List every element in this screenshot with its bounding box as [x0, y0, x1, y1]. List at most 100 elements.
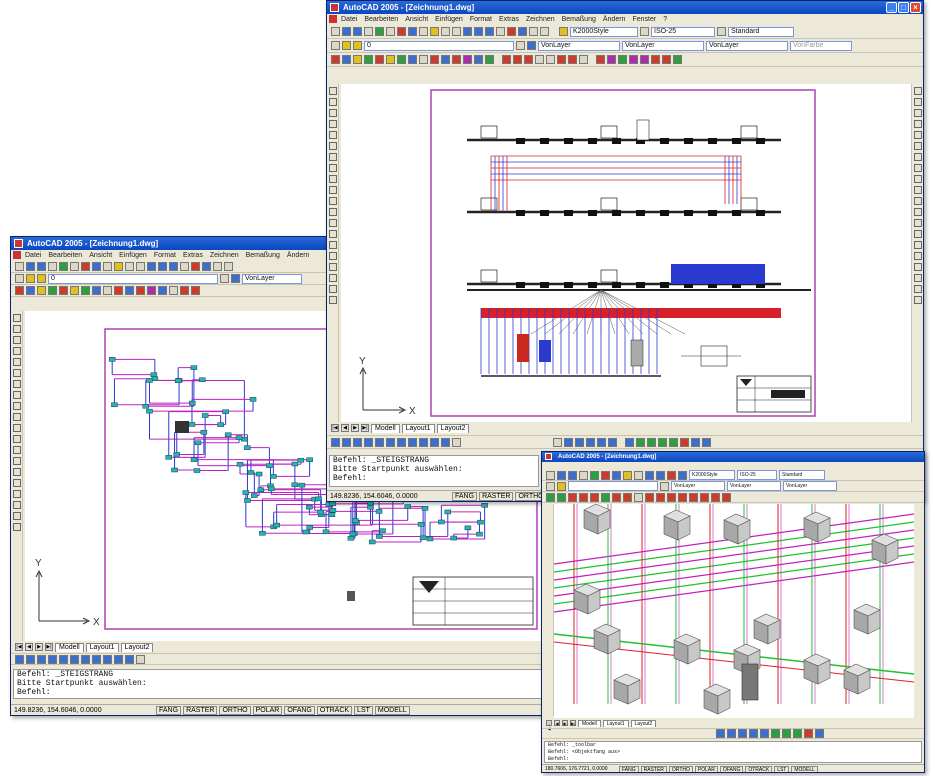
prev-tab-icon[interactable]: ◀ — [25, 643, 33, 651]
pan-icon[interactable] — [147, 262, 156, 271]
tab-layout2[interactable]: Layout2 — [630, 719, 657, 727]
designcenter-icon[interactable] — [202, 262, 211, 271]
tool-icon[interactable] — [546, 492, 555, 502]
command-prompt[interactable]: Befehl: — [548, 756, 570, 762]
tool-icon[interactable] — [914, 263, 922, 271]
copy-object-icon[interactable] — [914, 98, 922, 106]
title-bar[interactable]: AutoCAD 2005 - [Zeichnung1.dwg] — [542, 452, 924, 462]
status-fang[interactable]: FANG — [156, 705, 182, 715]
tool-icon[interactable] — [408, 55, 417, 64]
scale-icon[interactable] — [914, 164, 922, 172]
color-combo[interactable]: VonLayer — [242, 273, 302, 284]
prev-tab-icon[interactable]: ◀ — [554, 720, 560, 726]
open-file-icon[interactable] — [342, 27, 351, 36]
block-icon[interactable] — [329, 230, 337, 238]
tool-icon[interactable] — [386, 437, 395, 447]
tool-palettes-icon[interactable] — [213, 262, 222, 271]
tool-icon[interactable] — [914, 296, 922, 304]
linetype-combo[interactable]: VonLayer — [727, 481, 781, 491]
layer-combo[interactable] — [568, 481, 658, 491]
polygon-icon[interactable] — [13, 369, 21, 377]
help-icon[interactable] — [540, 27, 549, 36]
menu-datei[interactable]: Datei — [25, 252, 42, 259]
tool-icon[interactable] — [353, 55, 362, 64]
tool-icon[interactable] — [651, 55, 660, 64]
tool-icon[interactable] — [557, 481, 566, 491]
text-icon[interactable] — [13, 523, 21, 531]
match-properties-icon[interactable] — [114, 262, 123, 271]
polyline-icon[interactable] — [13, 347, 21, 355]
extend-icon[interactable] — [914, 197, 922, 205]
tool-icon[interactable] — [640, 55, 649, 64]
tool-icon[interactable] — [397, 437, 406, 447]
tool-icon[interactable] — [689, 492, 698, 502]
rectangle-icon[interactable] — [13, 380, 21, 388]
tool-icon[interactable] — [557, 470, 566, 480]
zoom-previous-icon[interactable] — [180, 262, 189, 271]
preview-icon[interactable] — [59, 262, 68, 271]
tool-icon[interactable] — [92, 654, 101, 664]
tool-icon[interactable] — [590, 470, 599, 480]
tool-icon[interactable] — [656, 470, 665, 480]
pencil-icon[interactable] — [329, 109, 337, 117]
tool-icon[interactable] — [364, 437, 373, 447]
line-icon[interactable] — [329, 87, 337, 95]
menu-fenster[interactable]: Fenster — [632, 16, 657, 23]
autocad-window-right[interactable]: AutoCAD 2005 - [Zeichnung1.dwg] K2000Sty… — [541, 451, 925, 773]
tool-icon[interactable] — [636, 437, 645, 447]
tool-icon[interactable] — [48, 286, 57, 295]
tool-icon[interactable] — [441, 437, 450, 447]
print-icon[interactable] — [364, 27, 373, 36]
layer-combo[interactable]: 0 — [364, 40, 514, 51]
new-file-icon[interactable] — [331, 27, 340, 36]
layer-previous-icon[interactable] — [527, 41, 536, 50]
command-line[interactable]: Befehl: _STEIGSTRANG Bitte Startpunkt au… — [13, 669, 543, 699]
tool-icon[interactable] — [722, 492, 731, 502]
save-icon[interactable] — [37, 262, 46, 271]
pan-icon[interactable] — [463, 27, 472, 36]
copy-icon[interactable] — [92, 262, 101, 271]
undo-icon[interactable] — [125, 262, 134, 271]
command-line[interactable]: Befehl: _toolbar Befehl: <Objektfang aus… — [544, 741, 922, 763]
tool-icon[interactable] — [727, 729, 736, 738]
tool-icon[interactable] — [452, 55, 461, 64]
region-icon[interactable] — [329, 274, 337, 282]
dim-style-combo[interactable]: ISO-25 — [651, 26, 715, 37]
tool-icon[interactable] — [26, 654, 35, 664]
command-line[interactable]: Befehl: _STEIGSTRANG Bitte Startpunkt au… — [329, 455, 539, 487]
tool-icon[interactable] — [70, 654, 79, 664]
circle-icon[interactable] — [13, 402, 21, 410]
maximize-icon[interactable]: □ — [898, 2, 909, 13]
make-current-icon[interactable] — [220, 274, 229, 283]
polygon-icon[interactable] — [329, 142, 337, 150]
tool-icon[interactable] — [914, 274, 922, 282]
tab-layout2[interactable]: Layout2 — [120, 642, 154, 652]
tool-icon[interactable] — [601, 470, 610, 480]
status-ortho[interactable]: ORTHO — [668, 765, 693, 772]
status-polar[interactable]: POLAR — [252, 705, 283, 715]
save-icon[interactable] — [353, 27, 362, 36]
tool-icon[interactable] — [702, 437, 711, 447]
prev-tab-icon[interactable]: ◀ — [341, 424, 349, 432]
arc-icon[interactable] — [329, 164, 337, 172]
array-icon[interactable] — [914, 131, 922, 139]
tool-icon[interactable] — [452, 437, 461, 447]
tool-icon[interactable] — [658, 437, 667, 447]
line-icon[interactable] — [13, 314, 21, 322]
circle-icon[interactable] — [329, 175, 337, 183]
print-icon[interactable] — [48, 262, 57, 271]
tool-icon[interactable] — [680, 437, 689, 447]
layer-on-icon[interactable] — [342, 41, 351, 50]
status-modell[interactable]: MODELL — [791, 765, 818, 772]
status-polar[interactable]: POLAR — [694, 765, 718, 772]
menu-einfuegen[interactable]: Einfügen — [119, 252, 147, 259]
xline-icon[interactable] — [13, 325, 21, 333]
tool-palettes-icon[interactable] — [529, 27, 538, 36]
tool-icon[interactable] — [136, 286, 145, 295]
status-ortho[interactable]: ORTHO — [219, 705, 251, 715]
tool-icon[interactable] — [700, 492, 709, 502]
cut-icon[interactable] — [397, 27, 406, 36]
tool-icon[interactable] — [579, 470, 588, 480]
tool-icon[interactable] — [386, 55, 395, 64]
tool-icon[interactable] — [782, 729, 791, 738]
